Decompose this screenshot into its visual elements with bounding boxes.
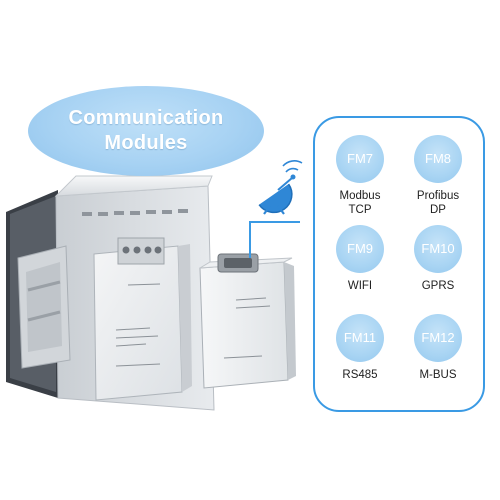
module-fm7: FM7 Modbus TCP [320, 135, 400, 217]
module-code-badge: FM8 [414, 135, 462, 183]
module-label-line: WIFI [347, 280, 373, 292]
module-code-badge: FM10 [414, 225, 462, 273]
module-label: Profibus DP [398, 189, 478, 217]
module-fm10: FM10 GPRS [398, 225, 478, 293]
modules-panel: FM7 Modbus TCP FM8 Profibus DP FM9 WIFI … [313, 116, 485, 412]
title-bubble: Communication Modules [28, 86, 264, 176]
module-fm8: FM8 Profibus DP [398, 135, 478, 217]
module-code-badge: FM7 [336, 135, 384, 183]
module-label-line: Modbus [339, 190, 381, 202]
module-code-badge: FM11 [336, 314, 384, 362]
module-label-line: RS485 [342, 369, 378, 381]
module-fm11: FM11 RS485 [320, 314, 400, 382]
module-label-line: DP [430, 204, 446, 216]
title-line-1: Communication [68, 107, 224, 129]
title-line-2: Modules [104, 132, 188, 154]
module-code-badge: FM9 [336, 225, 384, 273]
module-label-line: Profibus [416, 190, 460, 202]
module-label-line: GPRS [421, 280, 455, 292]
module-label: RS485 [320, 368, 400, 382]
module-label: GPRS [398, 279, 478, 293]
module-label-line: M-BUS [419, 369, 457, 381]
module-label: WIFI [320, 279, 400, 293]
module-fm9: FM9 WIFI [320, 225, 400, 293]
module-label-line: TCP [348, 204, 372, 216]
module-fm12: FM12 M-BUS [398, 314, 478, 382]
module-label: Modbus TCP [320, 189, 400, 217]
module-code-badge: FM12 [414, 314, 462, 362]
module-label: M-BUS [398, 368, 478, 382]
satellite-dish-icon [258, 160, 303, 215]
